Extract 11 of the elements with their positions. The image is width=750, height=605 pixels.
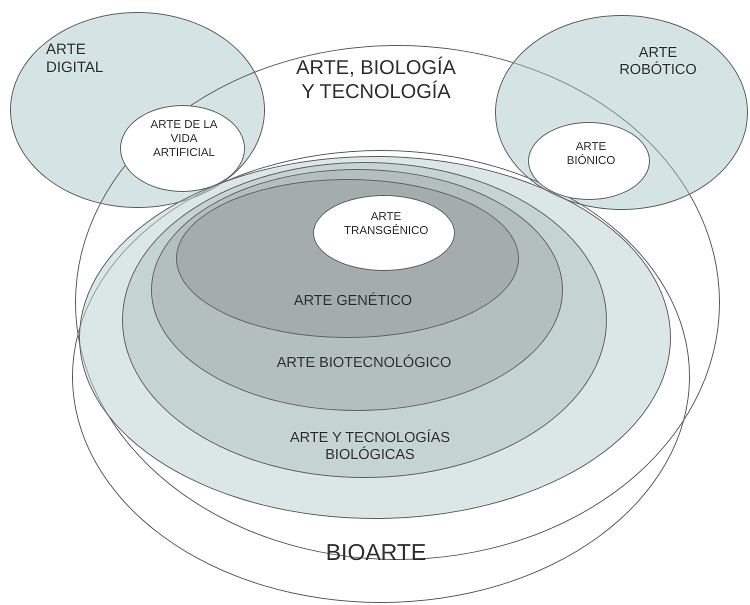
set-label: ARTE DE LA VIDA ARTIFICIAL xyxy=(150,119,218,160)
set-label: ARTE BIÓNICO xyxy=(566,141,616,169)
set-label: ARTE GENÉTICO xyxy=(292,293,414,310)
set-label: ARTE TRANSGÉNICO xyxy=(344,211,428,239)
set-label: ARTE ROBÓTICO xyxy=(618,45,698,80)
set-ellipse xyxy=(72,150,690,603)
set-label: ARTE Y TECNOLOGÍAS BIOLÓGICAS xyxy=(288,430,452,465)
set-label: BIOARTE xyxy=(324,539,428,567)
set-label: ARTE DIGITAL xyxy=(46,41,104,77)
set-label: ARTE, BIOLOGÍA Y TECNOLOGÍA xyxy=(295,56,457,104)
set-label: ARTE BIOTECNOLÓGICO xyxy=(276,355,452,372)
